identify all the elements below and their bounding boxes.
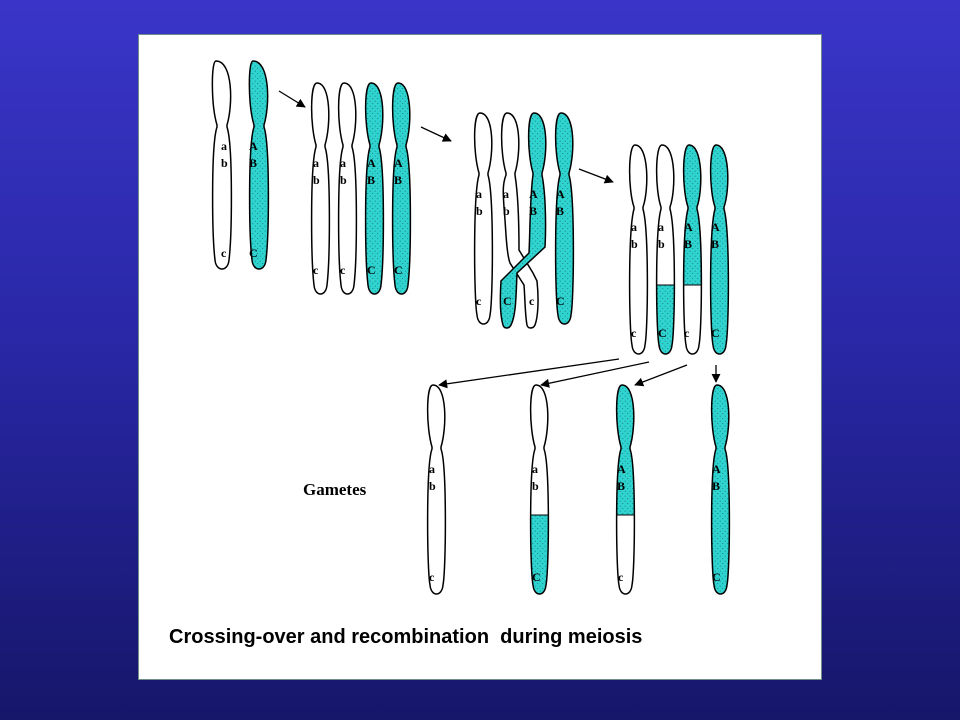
arrow-to-gamete-1 bbox=[438, 358, 620, 389]
gene-label-b: b bbox=[532, 479, 539, 493]
chromosome-white bbox=[211, 60, 233, 270]
gene-label-c: c bbox=[476, 294, 482, 308]
gene-label-C: C bbox=[658, 326, 667, 340]
gene-label-C: C bbox=[711, 326, 720, 340]
gene-label-A: A bbox=[684, 220, 693, 234]
gene-label-c: c bbox=[340, 263, 346, 277]
gene-label-b: b bbox=[313, 173, 320, 187]
gamete-1: a b c bbox=[426, 384, 447, 595]
gene-label-B: B bbox=[394, 173, 402, 187]
gene-label-b: b bbox=[429, 479, 436, 493]
gamete-3: A B c bbox=[615, 384, 636, 595]
gene-label-A: A bbox=[529, 187, 538, 201]
gene-label-B: B bbox=[684, 237, 692, 251]
arrow-3 bbox=[578, 168, 614, 184]
gametes-label: Gametes bbox=[303, 480, 367, 499]
gene-label-a: a bbox=[658, 220, 664, 234]
gene-label-a: a bbox=[476, 187, 482, 201]
gene-label-B: B bbox=[712, 479, 720, 493]
gene-label-b: b bbox=[658, 237, 665, 251]
gene-label-b: b bbox=[503, 204, 510, 218]
gene-label-A: A bbox=[712, 462, 721, 476]
gene-label-B: B bbox=[529, 204, 537, 218]
gene-label-b: b bbox=[221, 156, 228, 170]
gene-label-B: B bbox=[711, 237, 719, 251]
gene-label-A: A bbox=[394, 156, 403, 170]
gene-label-C: C bbox=[556, 294, 565, 308]
arrow-to-gamete-2 bbox=[540, 361, 650, 388]
gene-label-C: C bbox=[532, 570, 541, 584]
gene-label-A: A bbox=[617, 462, 626, 476]
chromosome-teal bbox=[248, 60, 270, 270]
gene-label-a: a bbox=[313, 156, 319, 170]
arrow-to-gamete-3 bbox=[634, 364, 688, 387]
gene-label-c: c bbox=[529, 294, 535, 308]
gene-label-B: B bbox=[556, 204, 564, 218]
diagram-caption: Crossing-over and recombination during m… bbox=[169, 626, 642, 648]
gene-label-B: B bbox=[617, 479, 625, 493]
gametes: a b c a b C bbox=[426, 384, 731, 595]
gene-label-a: a bbox=[532, 462, 538, 476]
gene-label-B: B bbox=[367, 173, 375, 187]
gene-label-B: B bbox=[249, 156, 257, 170]
gene-label-A: A bbox=[367, 156, 376, 170]
gene-label-c: c bbox=[631, 326, 637, 340]
gene-label-c: c bbox=[221, 246, 227, 260]
gene-label-b: b bbox=[340, 173, 347, 187]
gene-label-c: c bbox=[429, 570, 435, 584]
stage-recombined-chromatids: a b c a b C A B c A B C bbox=[628, 144, 730, 355]
gene-label-C: C bbox=[394, 263, 403, 277]
gene-label-c: c bbox=[684, 326, 690, 340]
gene-label-a: a bbox=[631, 220, 637, 234]
gamete-4: A B C bbox=[710, 384, 731, 595]
stage-crossing-over: a b c a b C A B c A B C bbox=[473, 112, 575, 329]
gene-label-a: a bbox=[429, 462, 435, 476]
gamete-2: a b C bbox=[529, 384, 550, 595]
stage-replicated-pair: a b c a b c A B C A B C bbox=[310, 82, 412, 295]
gene-label-A: A bbox=[556, 187, 565, 201]
gene-label-C: C bbox=[249, 246, 258, 260]
gene-label-C: C bbox=[712, 570, 721, 584]
gene-label-b: b bbox=[631, 237, 638, 251]
gene-label-c: c bbox=[618, 570, 624, 584]
gene-label-a: a bbox=[340, 156, 346, 170]
gene-label-c: c bbox=[313, 263, 319, 277]
diagram-panel: a b c A B C a b c a b c A B C A B C bbox=[138, 34, 822, 680]
gene-label-a: a bbox=[503, 187, 509, 201]
meiosis-diagram: a b c A B C a b c a b c A B C A B C bbox=[169, 60, 731, 648]
gene-label-C: C bbox=[367, 263, 376, 277]
gene-label-b: b bbox=[476, 204, 483, 218]
arrow-2 bbox=[420, 126, 452, 142]
gene-label-A: A bbox=[711, 220, 720, 234]
stage-homologous-pair: a b c A B C bbox=[211, 60, 270, 270]
arrow-1 bbox=[278, 90, 306, 108]
gene-label-a: a bbox=[221, 139, 227, 153]
gene-label-A: A bbox=[249, 139, 258, 153]
gene-label-C: C bbox=[503, 294, 512, 308]
